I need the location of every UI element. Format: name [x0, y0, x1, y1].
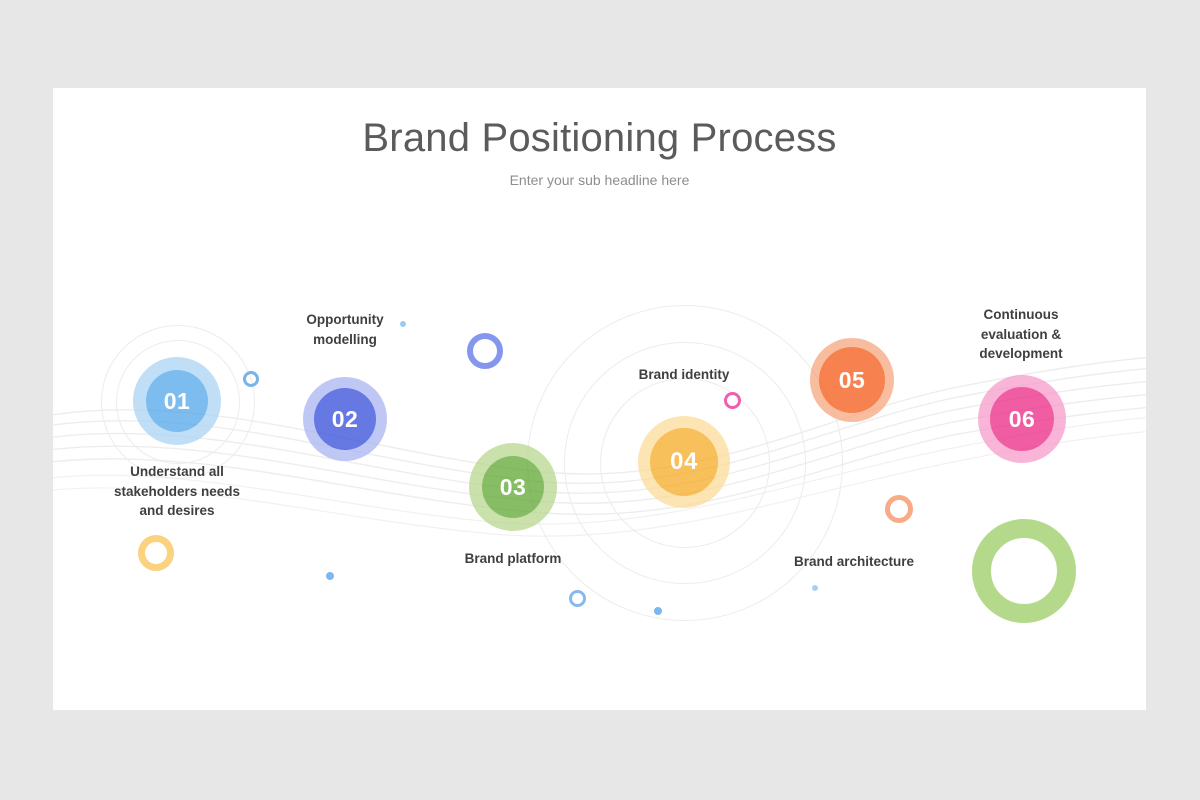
guide-ring-node04-middle [564, 342, 806, 584]
ring-blue-small-01-icon [243, 371, 259, 387]
step-node-03[interactable]: 03 [469, 443, 557, 531]
ring-green-large-icon [972, 519, 1076, 623]
step-label-04: Brand identity [638, 367, 730, 382]
ring-blue-bottom-icon [569, 590, 586, 607]
page-title: Brand Positioning Process [362, 116, 837, 160]
step-node-06[interactable]: 06 [978, 375, 1066, 463]
step-label-05: Brand architecture [793, 554, 915, 569]
step-label-06: Continuous evaluation & development [979, 307, 1063, 362]
step-number-01: 01 [146, 370, 208, 432]
step-number-04: 04 [650, 428, 718, 496]
guide-ring-node04-inner [600, 378, 770, 548]
guide-ring-node01-inner [116, 340, 240, 464]
dot-blue-lower-right-icon [812, 585, 818, 591]
page-subtitle: Enter your sub headline here [509, 172, 690, 188]
ring-yellow-medium-icon [138, 535, 174, 571]
step-node-05[interactable]: 05 [810, 338, 894, 422]
step-number-02: 02 [314, 388, 376, 450]
step-node-01[interactable]: 01 [133, 357, 221, 445]
slide-canvas: Brand Positioning Process Enter your sub… [53, 88, 1146, 710]
step-label-02: Opportunity modelling [306, 312, 384, 347]
dot-blue-upper-icon [400, 321, 406, 327]
dot-blue-lower-center-icon [654, 607, 662, 615]
step-number-03: 03 [482, 456, 544, 518]
guide-ring-node01-outer [101, 325, 255, 479]
step-node-02[interactable]: 02 [303, 377, 387, 461]
step-number-06: 06 [990, 387, 1054, 451]
step-label-01: Understand all stakeholders needs and de… [113, 464, 241, 519]
ring-peach-small-icon [885, 495, 913, 523]
ring-pink-small-icon [724, 392, 741, 409]
dot-blue-lower-left-icon [326, 572, 334, 580]
step-number-05: 05 [819, 347, 885, 413]
ring-periwinkle-medium-icon [467, 333, 503, 369]
step-label-03: Brand platform [464, 551, 562, 566]
step-node-04[interactable]: 04 [638, 416, 730, 508]
